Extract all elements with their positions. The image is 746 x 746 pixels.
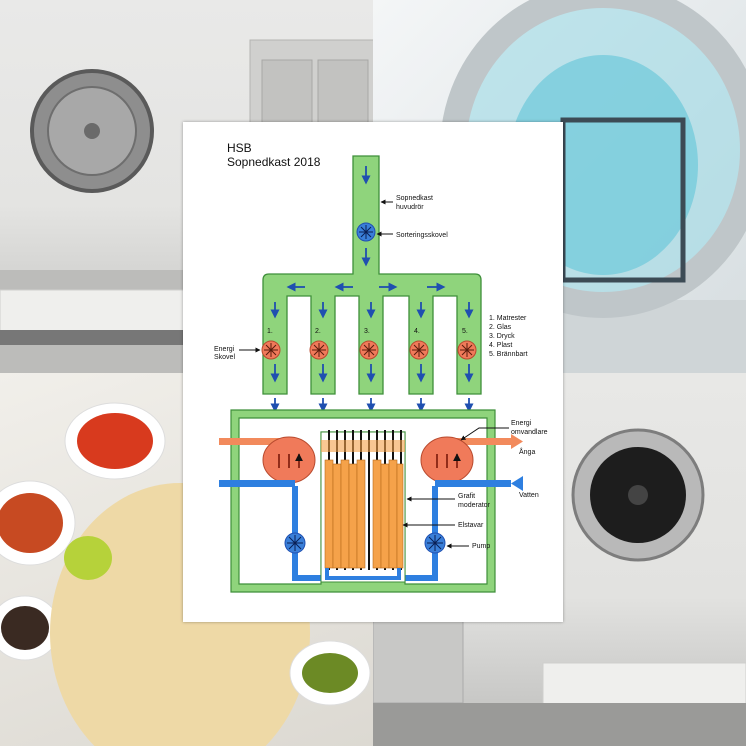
label-moderator-2: moderator (458, 502, 491, 509)
energy-plant (219, 409, 523, 593)
label-rods: Elstavar (458, 522, 484, 529)
label-energy-fan-2: Skovel (214, 354, 235, 361)
label-water: Vatten (519, 492, 539, 499)
sorting-fan-icon (356, 222, 376, 242)
hallway-fan-scene (373, 428, 746, 746)
waste-chute-diagram: HSB Sopnedkast 2018 (214, 141, 548, 593)
label-main-pipe-2: huvudrör (396, 204, 424, 211)
legend-item-4: 4. Plast (489, 342, 512, 349)
label-heat-exchanger-1: Energi (511, 420, 532, 427)
pump-right-icon (424, 532, 446, 554)
water-pipe-right (435, 480, 511, 487)
hot-pipe-left (219, 438, 281, 445)
label-moderator-1: Grafit (458, 493, 475, 500)
legend-item-2: 2. Glas (489, 324, 512, 331)
pump-left-icon (284, 532, 306, 554)
steam-arrow-icon (511, 434, 523, 449)
graphite-moderator (324, 459, 404, 569)
poster: HSB Sopnedkast 2018 (183, 122, 563, 622)
branch-number-1: 1. (267, 328, 273, 335)
legend-item-5: 5. Brännbart (489, 351, 528, 358)
chute-pipe-network (262, 155, 482, 395)
waste-type-legend: 1. Matrester 2. Glas 3. Dryck 4. Plast 5… (489, 315, 528, 358)
label-pump: Pump (472, 543, 490, 550)
branch-number-5: 5. (462, 328, 468, 335)
label-main-pipe-1: Sopnedkast (396, 195, 433, 202)
label-heat-exchanger-2: omvandlare (511, 429, 548, 436)
label-energy-fan-1: Energi (214, 346, 235, 353)
cold-pipe-left (219, 480, 295, 487)
water-arrow-icon (511, 476, 523, 491)
poster-subtitle: Sopnedkast 2018 (227, 155, 321, 169)
steam-pipe-right (441, 438, 511, 445)
branch-arrows (270, 302, 474, 413)
legend-item-3: 3. Dryck (489, 333, 515, 340)
poster-title: HSB (227, 141, 252, 155)
energy-fan-icons (261, 340, 477, 360)
branch-number-4: 4. (414, 328, 420, 335)
label-sorting-fan: Sorteringsskovel (396, 232, 448, 239)
branch-number-2: 2. (315, 328, 321, 335)
branch-number-3: 3. (364, 328, 370, 335)
label-steam: Ånga (519, 447, 535, 456)
legend-item-1: 1. Matrester (489, 315, 527, 322)
